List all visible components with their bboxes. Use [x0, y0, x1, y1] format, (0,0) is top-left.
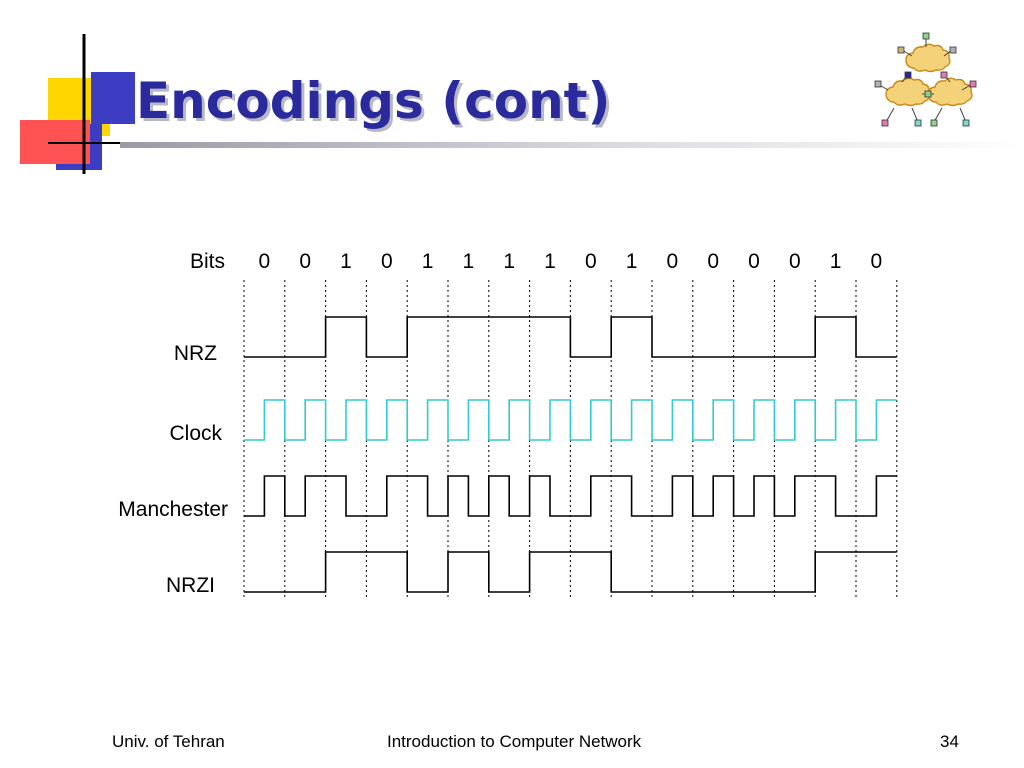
manchester-waveform — [244, 475, 897, 517]
bit-value: 1 — [422, 250, 434, 273]
cloud-top — [905, 43, 951, 73]
bit-value: 0 — [748, 250, 760, 273]
manchester-label: Manchester — [118, 498, 228, 521]
bit-value: 0 — [707, 250, 719, 273]
clock-waveform — [244, 399, 897, 441]
bits-label: Bits — [190, 250, 225, 273]
bit-value: 0 — [259, 250, 271, 273]
bit-value: 1 — [830, 250, 842, 273]
nrzi-waveform — [244, 551, 897, 593]
bit-value: 0 — [667, 250, 679, 273]
bit-value: 0 — [585, 250, 597, 273]
page-number: 34 — [940, 732, 959, 751]
bit-value: 1 — [463, 250, 475, 273]
clock-label: Clock — [169, 422, 222, 445]
bit-value: 0 — [871, 250, 883, 273]
bit-value: 0 — [381, 250, 393, 273]
bit-value: 1 — [340, 250, 352, 273]
title-decoration — [20, 34, 150, 174]
nrz-waveform — [244, 316, 897, 358]
cloud-left — [885, 77, 931, 107]
nrzi-label: NRZI — [166, 574, 215, 597]
footer-university: Univ. of Tehran — [112, 732, 225, 751]
cloud-right — [927, 77, 973, 107]
bit-value: 1 — [503, 250, 515, 273]
title-underline — [120, 142, 1024, 148]
slide-title: Encodings (cont) — [136, 72, 611, 130]
bit-value: 0 — [789, 250, 801, 273]
bit-value: 0 — [299, 250, 311, 273]
network-clouds-icon — [874, 32, 977, 127]
bit-value: 1 — [544, 250, 556, 273]
bit-value: 1 — [626, 250, 638, 273]
footer-course: Introduction to Computer Network — [387, 732, 642, 751]
nrz-label: NRZ — [174, 342, 217, 365]
